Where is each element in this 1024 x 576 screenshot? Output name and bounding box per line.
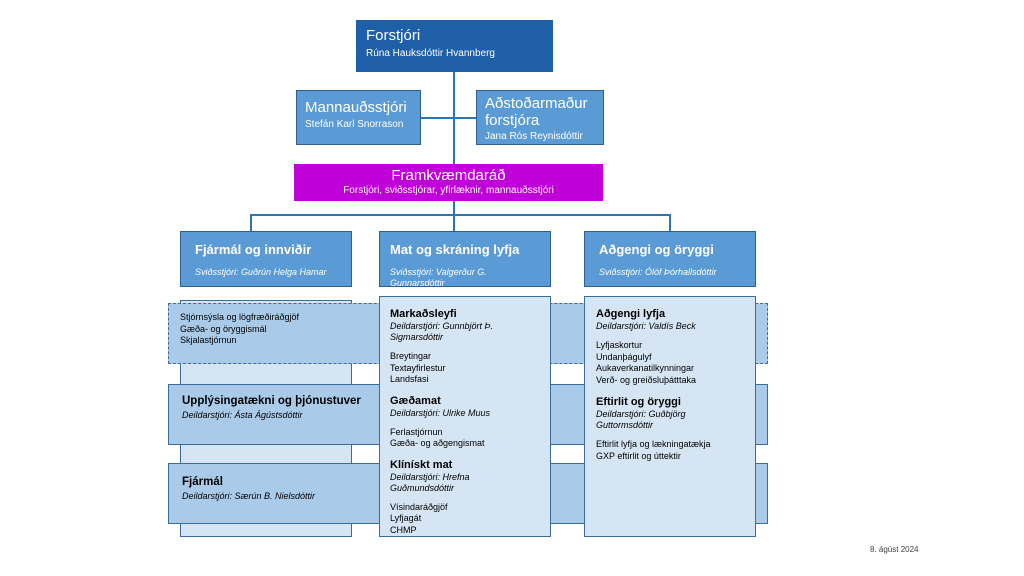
hr-manager-name: Stefán Karl Snorrason xyxy=(305,119,404,130)
department-head: Deildarstjóri: Særún B. Nielsdóttir xyxy=(182,491,316,501)
department-head: Deildarstjóri: Ásta Ágústsdóttir xyxy=(182,410,303,420)
middle-departments-panel: Markaðsleyfi Deildarstjóri: Gunnbjört Þ.… xyxy=(379,296,551,537)
department-title: Aðgengi lyfja xyxy=(596,308,666,320)
department-head-line1: Deildarstjóri: Hrefna xyxy=(390,471,470,482)
executive-board-title: Framkvæmdaráð xyxy=(391,167,506,184)
director-title: Forstjóri xyxy=(366,27,421,44)
division-title: Aðgengi og öryggi xyxy=(599,242,714,257)
department-head-line2: Guttormsdóttir xyxy=(596,420,654,430)
assistant-name: Jana Rós Reynisdóttir xyxy=(485,131,583,142)
unit-item: Undanþágulyf xyxy=(596,351,652,362)
connector-board-vertical xyxy=(453,201,455,215)
division-box-access-safety: Aðgengi og öryggi Sviðsstjóri: Ólöf Þórh… xyxy=(584,231,756,287)
shared-unit-item: Gæða- og öryggismál xyxy=(180,323,267,334)
connector-right-division xyxy=(669,214,671,231)
unit-item: Eftirlit lyfja og lækningatækja xyxy=(596,439,711,449)
hr-manager-box: Mannauðsstjóri Stefán Karl Snorrason xyxy=(296,90,421,145)
connector-left-division xyxy=(250,214,252,231)
unit-item: Vísindaráðgjöf xyxy=(390,501,448,512)
unit-item: Lyfjagát xyxy=(390,513,422,523)
director-box: Forstjóri Rúna Hauksdóttir Hvannberg xyxy=(356,20,553,72)
unit-item: Textayfirlestur xyxy=(390,362,446,373)
department-title: Eftirlit og öryggi xyxy=(596,396,681,408)
division-title: Fjármál og innviðir xyxy=(195,242,312,257)
unit-item: GXP eftirlit og úttektir xyxy=(596,450,681,461)
unit-item: Landsfasi xyxy=(390,374,429,384)
department-title: Markaðsleyfi xyxy=(390,308,457,320)
unit-item: Aukaverkanatilkynningar xyxy=(596,363,695,373)
department-title: Upplýsingatækni og þjónustuver xyxy=(182,395,361,407)
department-title: Gæðamat xyxy=(390,394,441,407)
division-head: Sviðsstjóri: Valgerður G. Gunnarsdóttir xyxy=(390,267,487,288)
connector-middle-division xyxy=(453,214,455,231)
unit-item: CHMP xyxy=(390,524,417,535)
department-head: Deildarstjóri: Ulrike Muus xyxy=(390,407,491,418)
connector-staff-horizontal xyxy=(420,117,476,119)
hr-manager-title: Mannauðsstjóri xyxy=(305,99,407,116)
finance-department-label: Fjármál Deildarstjóri: Særún B. Nielsdót… xyxy=(182,475,352,502)
department-head-line1: Deildarstjóri: Guðbjörg xyxy=(596,409,686,419)
division-box-assessment-registration: Mat og skráning lyfja Sviðsstjóri: Valge… xyxy=(379,231,551,288)
unit-item: Verð- og greiðsluþátttaka xyxy=(596,374,697,385)
department-title: Fjármál xyxy=(182,476,223,488)
shared-unit-item: Stjórnsýsla og lögfræðiráðgjöf xyxy=(180,312,300,322)
connector-divisions-horizontal xyxy=(250,214,670,216)
division-head: Sviðsstjóri: Ólöf Þórhallsdóttir xyxy=(599,267,717,277)
it-department-label: Upplýsingatækni og þjónustuver Deildarst… xyxy=(182,394,372,421)
division-title: Mat og skráning lyfja xyxy=(390,242,520,257)
date-label: 8. ágúst 2024 xyxy=(870,545,919,554)
director-name: Rúna Hauksdóttir Hvannberg xyxy=(366,48,495,59)
assistant-title-line1: Aðstoðarmaður xyxy=(485,95,588,112)
right-departments-panel: Aðgengi lyfja Deildarstjóri: Valdís Beck… xyxy=(584,296,756,537)
unit-item: Gæða- og aðgengismat xyxy=(390,438,485,448)
division-box-finance-infrastructure: Fjármál og innviðir Sviðsstjóri: Guðrún … xyxy=(180,231,352,287)
department-head-line2: Guðmundsdóttir xyxy=(390,482,455,493)
unit-item: Lyfjaskortur xyxy=(596,340,643,350)
assistant-box: Aðstoðarmaður forstjóra Jana Rós Reynisd… xyxy=(476,90,604,145)
department-head: Deildarstjóri: Gunnbjört Þ. Sigmarsdótti… xyxy=(390,321,494,342)
department-title: Klínískt mat xyxy=(390,458,453,471)
shared-unit-item: Skjalastjórnun xyxy=(180,335,237,345)
unit-item: Breytingar xyxy=(390,351,432,361)
assistant-title-line2: forstjóra xyxy=(485,112,540,129)
division-head: Sviðsstjóri: Guðrún Helga Hamar xyxy=(195,267,327,277)
shared-units-list: Stjórnsýsla og lögfræðiráðgjöf Gæða- og … xyxy=(180,312,350,347)
executive-board-members: Forstjóri, sviðsstjórar, yfirlæknir, man… xyxy=(343,185,554,196)
department-head: Deildarstjóri: Valdís Beck xyxy=(596,321,696,331)
unit-item: Ferlastjórnun xyxy=(390,426,443,437)
executive-board-box: Framkvæmdaráð Forstjóri, sviðsstjórar, y… xyxy=(294,164,603,201)
